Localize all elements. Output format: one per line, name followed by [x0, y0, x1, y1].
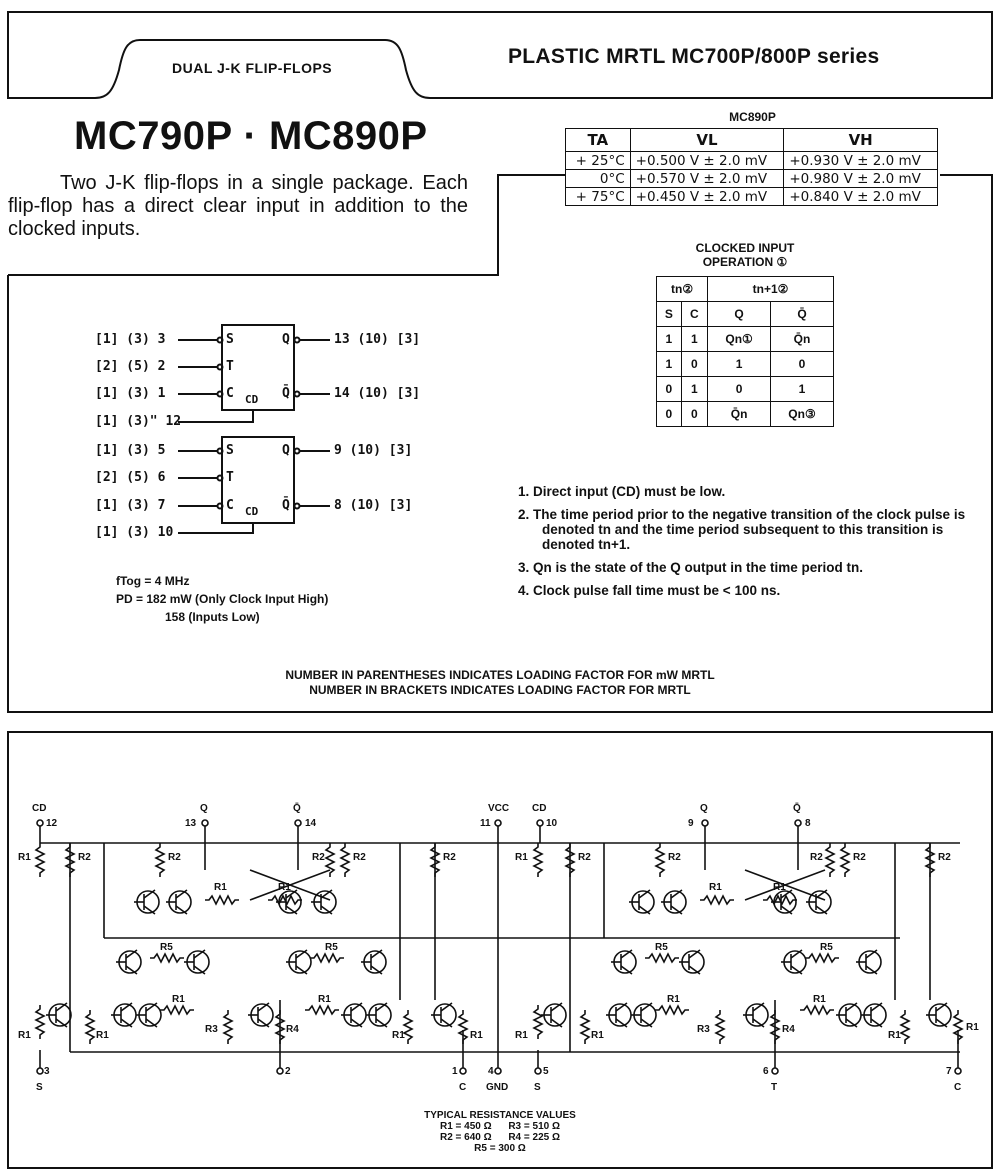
ff2-input-t: [2] (5) 6 — [95, 470, 166, 485]
ff1-input-s: [1] (3) 3 — [95, 332, 166, 347]
note-1: 1. Direct input (CD) must be low. — [518, 484, 726, 499]
table-row: 0°C +0.570 V ± 2.0 mV +0.980 V ± 2.0 mV — [565, 169, 938, 188]
loading-factor-notes: NUMBER IN PARENTHESES INDICATES LOADING … — [285, 668, 715, 697]
voltage-table-caption: MC890P — [729, 110, 776, 124]
truth-group-tn: tn② — [655, 276, 709, 302]
note-4: 4. Clock pulse fall time must be < 100 n… — [518, 583, 781, 598]
series-title: PLASTIC MRTL MC700P/800P series — [508, 45, 880, 68]
header-tab-title: DUAL J-K FLIP-FLOPS — [172, 60, 333, 76]
table-row: + 75°C +0.450 V ± 2.0 mV +0.840 V ± 2.0 … — [565, 187, 938, 206]
resistance-values: TYPICAL RESISTANCE VALUES R1 = 450 Ω R3 … — [424, 1110, 576, 1154]
ff2-output-q: 9 (10) [3] — [334, 443, 413, 458]
device-description: Two J-K flip-flops in a single package. … — [8, 172, 468, 240]
note-2: 2. The time period prior to the negative… — [518, 507, 966, 552]
note-3: 3. Qn is the state of the Q output in th… — [518, 560, 864, 575]
spec-ftog: fTog = 4 MHz — [116, 574, 190, 588]
ff2-input-s: [1] (3) 5 — [95, 443, 166, 458]
notes-list: 1. Direct input (CD) must be low. 2. The… — [518, 484, 968, 606]
ff2-input-cd: [1] (3) 10 — [95, 525, 174, 540]
header-vl: VL — [629, 128, 785, 152]
voltage-table: TA VL VH + 25°C +0.500 V ± 2.0 mV +0.930… — [565, 128, 938, 206]
ff1-input-c: [1] (3) 1 — [95, 386, 166, 401]
ff1-output-qbar: 14 (10) [3] — [334, 386, 421, 401]
spec-pd2: 158 (Inputs Low) — [165, 610, 260, 624]
truth-table-caption: CLOCKED INPUT OPERATION ① — [695, 241, 795, 269]
ff1-input-cd: [1] (3)" 12 — [95, 414, 182, 429]
part-numbers: MC790P · MC890P — [74, 114, 428, 158]
ff2-input-c: [1] (3) 7 — [95, 498, 166, 513]
ff1-output-q: 13 (10) [3] — [334, 332, 421, 347]
spec-pd: PD = 182 mW (Only Clock Input High) — [116, 592, 329, 606]
ff2-output-qbar: 8 (10) [3] — [334, 498, 413, 513]
ff1-input-t: [2] (5) 2 — [95, 359, 166, 374]
